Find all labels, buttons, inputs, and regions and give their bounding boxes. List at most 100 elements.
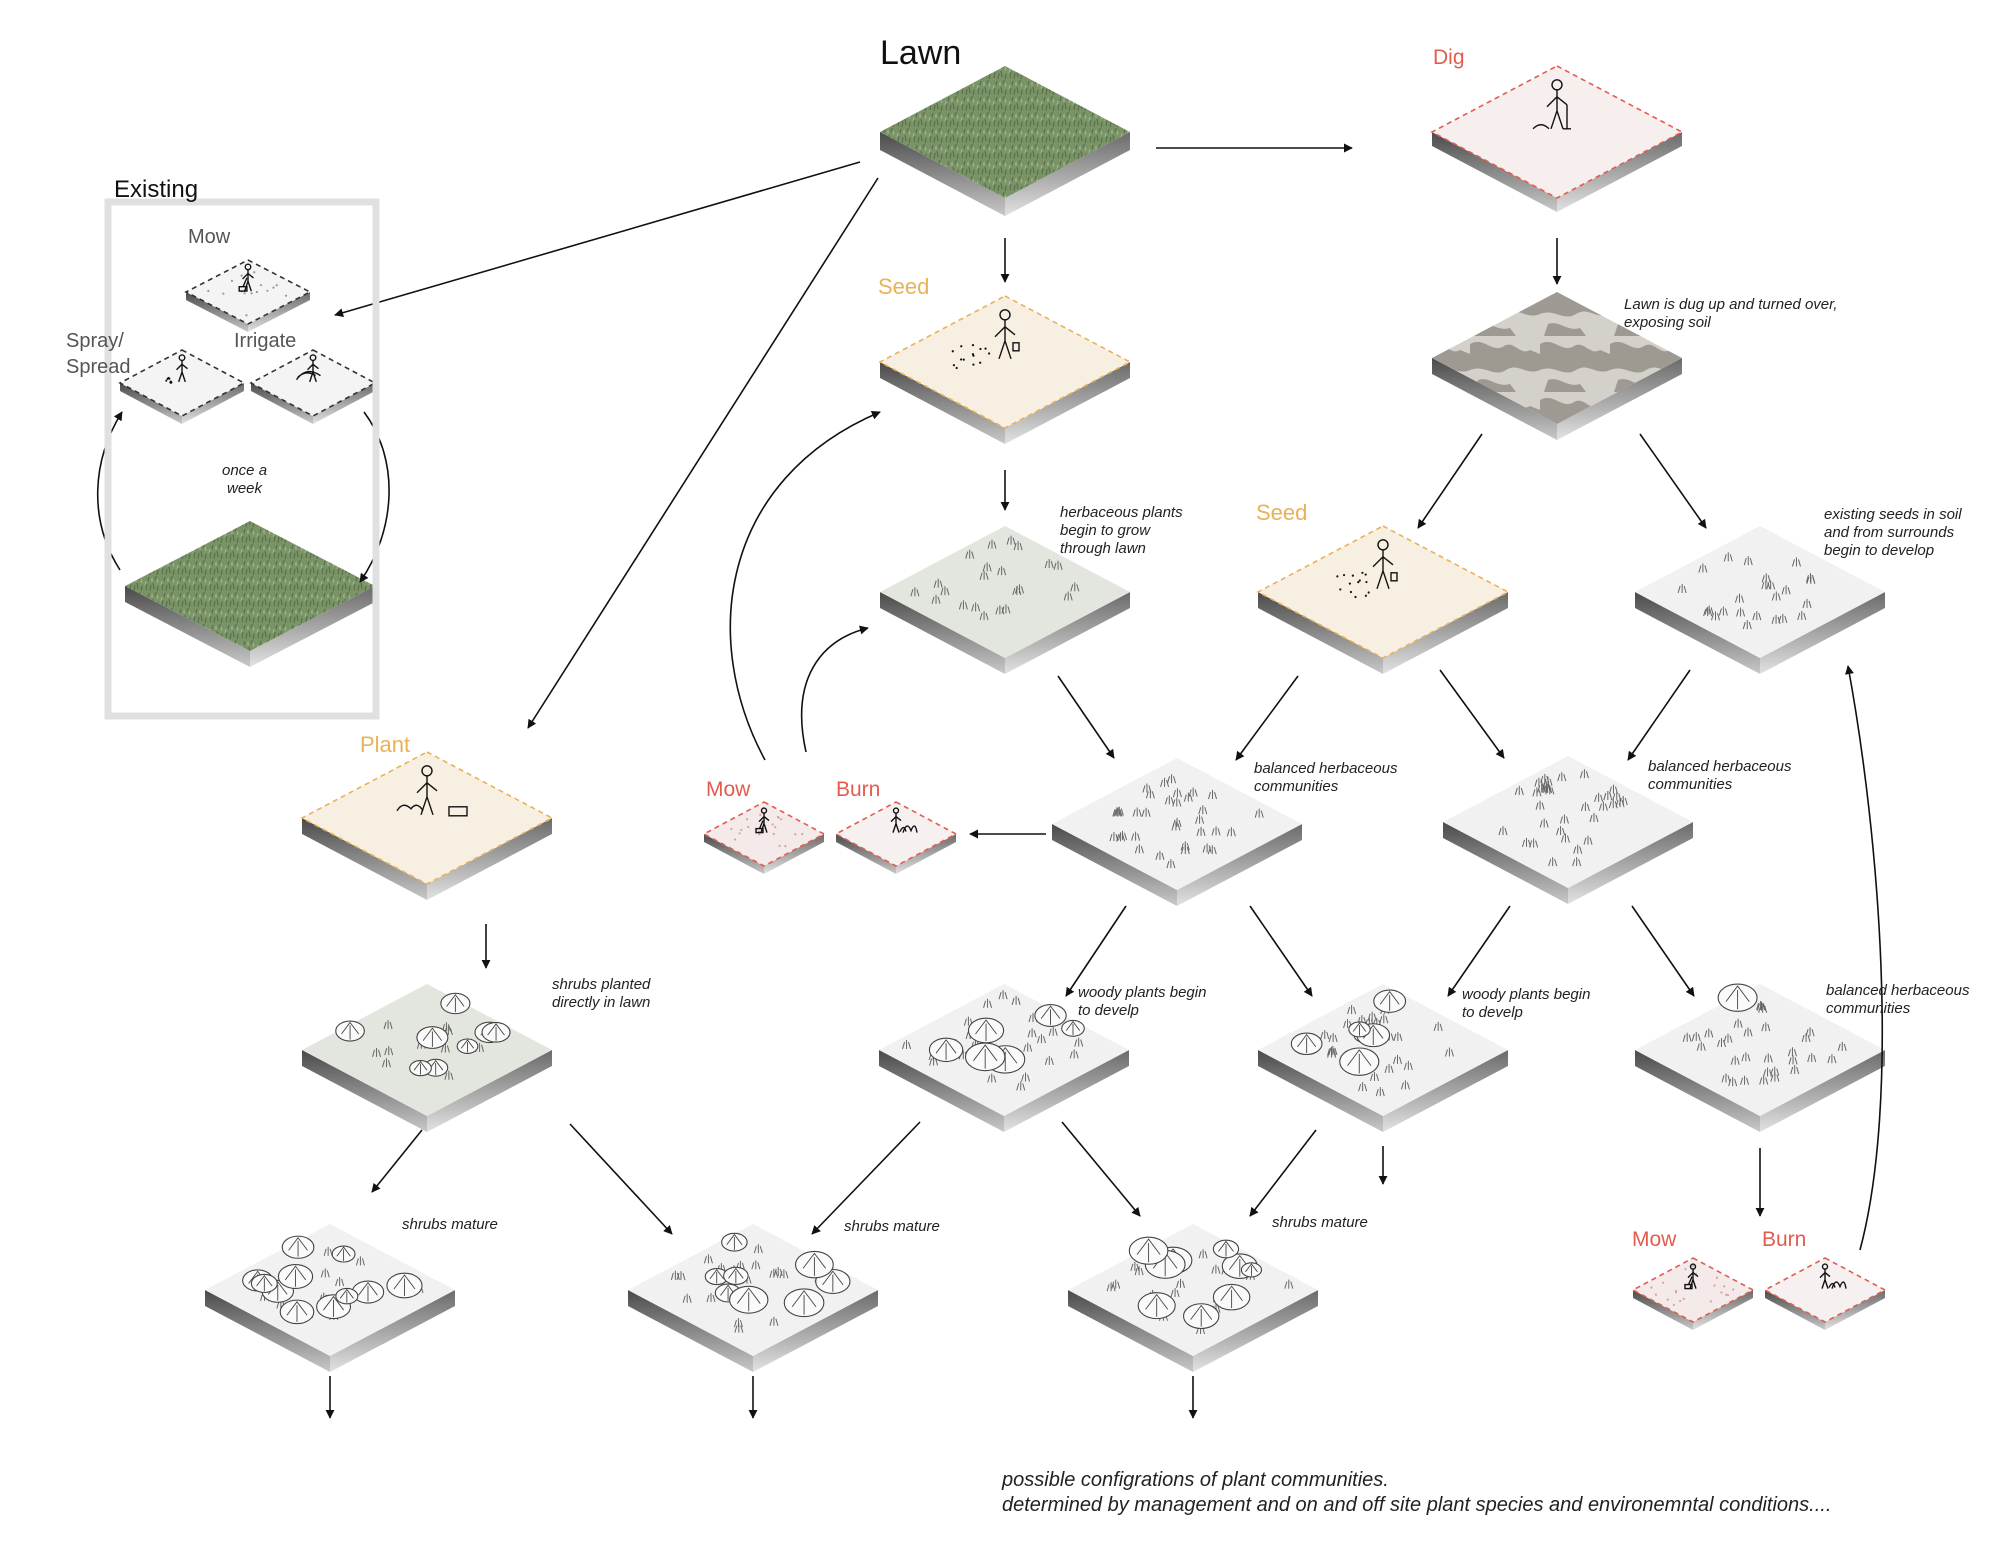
herb-icon <box>1208 790 1217 800</box>
herb-icon <box>1393 1031 1403 1042</box>
herb-icon <box>1704 1028 1714 1038</box>
herb-icon <box>1375 1087 1385 1097</box>
herb-icon <box>1044 1055 1054 1066</box>
seed-lawn-label: Seed <box>878 274 930 299</box>
herb-icon <box>1763 1053 1773 1063</box>
herb-icon <box>1131 831 1141 841</box>
herb-icon <box>372 1047 382 1057</box>
herb-icon <box>1532 787 1542 797</box>
shrubs-planted-note: shrubs planted directly in lawn <box>552 976 651 1011</box>
herb-icon <box>1535 800 1545 810</box>
burn-left-label: Burn <box>836 778 881 801</box>
tile-mow-left <box>702 801 826 874</box>
arrow-burn-to-herbs <box>800 625 869 753</box>
herb-icon <box>1752 611 1762 621</box>
herb-icon <box>751 1260 761 1270</box>
cycle-note: once a week <box>222 462 268 497</box>
shovel-person-icon <box>1532 79 1571 130</box>
herb-icon <box>1583 835 1593 845</box>
tile-woody-1 <box>879 984 1129 1132</box>
herb-icon <box>982 562 992 572</box>
herb-icon <box>1806 574 1816 584</box>
dig-label: Dig <box>1433 46 1465 69</box>
mature-note-3: shrubs mature <box>1272 1214 1368 1231</box>
herb-icon <box>1069 1049 1079 1059</box>
herb-icon <box>1787 1047 1797 1057</box>
arrow-woody-1-to-mature-2 <box>811 1121 921 1235</box>
herb-icon <box>1589 813 1599 823</box>
herb-icon <box>1358 1082 1368 1092</box>
herb-icon <box>1790 1065 1800 1075</box>
planter-icon <box>396 765 468 817</box>
herb-icon <box>1594 792 1604 803</box>
shrub-icon <box>481 1021 511 1043</box>
herb-icon <box>1802 598 1812 609</box>
arrow-lawn-to-existing <box>334 161 861 318</box>
herb-icon <box>1704 605 1714 615</box>
herb-icon <box>1370 1071 1379 1082</box>
herb-icon <box>1756 1000 1766 1011</box>
herb-icon <box>1172 817 1182 828</box>
dug-note: Lawn is dug up and turned over, exposing… <box>1624 296 1838 331</box>
herb-icon <box>1682 1032 1692 1042</box>
herb-icon <box>1166 859 1176 869</box>
tile-mature-3 <box>1068 1224 1318 1372</box>
shrub-icon <box>1212 1239 1240 1259</box>
herb-icon <box>1548 857 1558 867</box>
herb-icon <box>1327 1046 1337 1056</box>
herb-icon <box>1183 792 1193 802</box>
herb-icon <box>1433 1021 1443 1032</box>
herb-icon <box>1367 1011 1377 1021</box>
arrow-balanced-1-to-woody-2 <box>1249 905 1313 997</box>
arrow-woody-2-to-mature-3 <box>1249 1129 1317 1217</box>
tile-soil <box>1432 292 1682 440</box>
shrub-icon <box>409 1060 432 1077</box>
herb-icon <box>1160 777 1170 787</box>
burn-right-label: Burn <box>1762 1228 1807 1251</box>
herb-icon <box>997 566 1007 576</box>
herb-icon <box>1723 1033 1733 1043</box>
herb-icon <box>1733 1018 1743 1028</box>
herb-icon <box>1837 1041 1847 1051</box>
arrow-existing-seeds-to-balanced-2 <box>1627 669 1691 761</box>
herb-icon <box>1514 785 1524 796</box>
herb-icon <box>1742 620 1752 630</box>
herb-icon <box>1579 769 1589 779</box>
shrub-icon <box>1182 1303 1220 1330</box>
herb-icon <box>1559 814 1569 824</box>
herb-icon <box>1211 1264 1221 1274</box>
herb-icon <box>706 1292 716 1303</box>
herb-icon <box>1207 845 1217 855</box>
herb-icon <box>676 1271 686 1281</box>
herb-icon <box>1572 857 1582 867</box>
herb-icon <box>933 578 943 588</box>
existing-frame <box>104 198 380 720</box>
mower-icon <box>1684 1263 1699 1290</box>
arrow-balanced-1-to-woody-1 <box>1065 905 1127 997</box>
herb-icon <box>1791 557 1801 567</box>
shrub-icon <box>964 1042 1006 1072</box>
herb-icon <box>1048 1026 1058 1036</box>
herb-icon <box>1023 1042 1033 1052</box>
herb-icon <box>1254 808 1264 818</box>
tile-existing-seeds <box>1635 526 1885 674</box>
shrub-icon <box>1348 1021 1371 1038</box>
herb-icon <box>1113 807 1123 817</box>
herb-icon <box>682 1293 692 1303</box>
balanced-note-1: balanced herbaceous communities <box>1254 760 1398 795</box>
herb-icon <box>779 1269 789 1279</box>
herb-icon <box>1539 818 1549 828</box>
herb-icon <box>1827 1054 1837 1064</box>
herb-icon <box>971 602 981 612</box>
arrow-seed-to-balanced-2 <box>1439 669 1505 759</box>
shrub-icon <box>704 1268 729 1286</box>
herb-icon <box>1541 783 1551 793</box>
shrub-icon <box>250 1273 278 1294</box>
arrow-shrubs-to-mature-1 <box>371 1129 423 1193</box>
herb-icon <box>1743 556 1753 566</box>
herb-icon <box>979 570 989 580</box>
herb-icon <box>1797 610 1807 620</box>
woody-note-2: woody plants begin to develp <box>1462 986 1591 1021</box>
herb-icon <box>1618 796 1628 806</box>
